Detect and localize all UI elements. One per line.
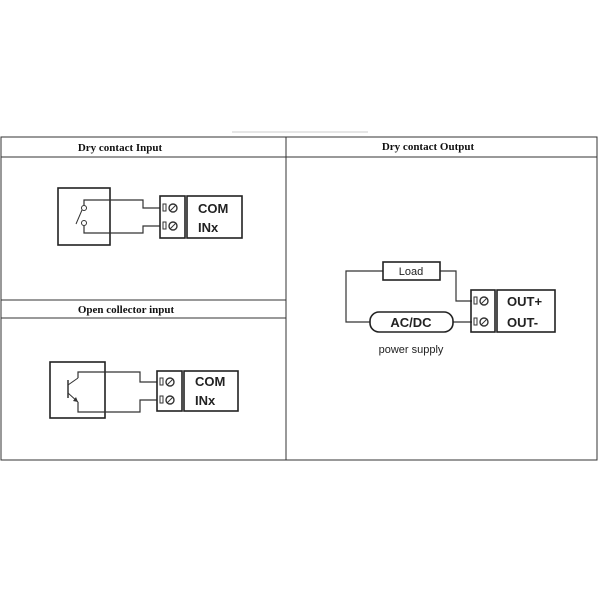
dry-input-title: Dry contact Input: [78, 142, 163, 154]
load-box: [382, 261, 441, 281]
terminal-out-minus: OUT-: [507, 315, 538, 330]
acdc-label: AC/DC: [390, 315, 432, 330]
terminal-label-box: [186, 195, 243, 239]
acdc-source: [369, 311, 454, 333]
open-collector-title: Open collector input: [78, 304, 175, 316]
terminal-com: COM: [198, 201, 228, 216]
terminal-block: [156, 370, 183, 412]
dry-output-title: Dry contact Output: [382, 141, 475, 153]
terminal-label-box: [183, 370, 239, 412]
switch-box: [57, 187, 111, 246]
terminal-block: [159, 195, 186, 239]
terminal-com: COM: [195, 374, 225, 389]
terminal-block: [470, 289, 496, 333]
switch-icon: [75, 205, 87, 226]
transistor-icon: [67, 377, 79, 403]
load-label: Load: [399, 266, 423, 278]
terminal-inx: INx: [195, 393, 216, 408]
terminal-label-box: [496, 289, 556, 333]
table-grid: [0, 136, 598, 461]
terminal-inx: INx: [198, 220, 219, 235]
dry-output-circuit: [345, 261, 556, 333]
terminal-out-plus: OUT+: [507, 294, 542, 309]
power-supply-caption: power supply: [379, 344, 444, 356]
open-collector-circuit: [49, 361, 239, 419]
transistor-box: [49, 361, 106, 419]
dry-input-circuit: [57, 187, 243, 246]
